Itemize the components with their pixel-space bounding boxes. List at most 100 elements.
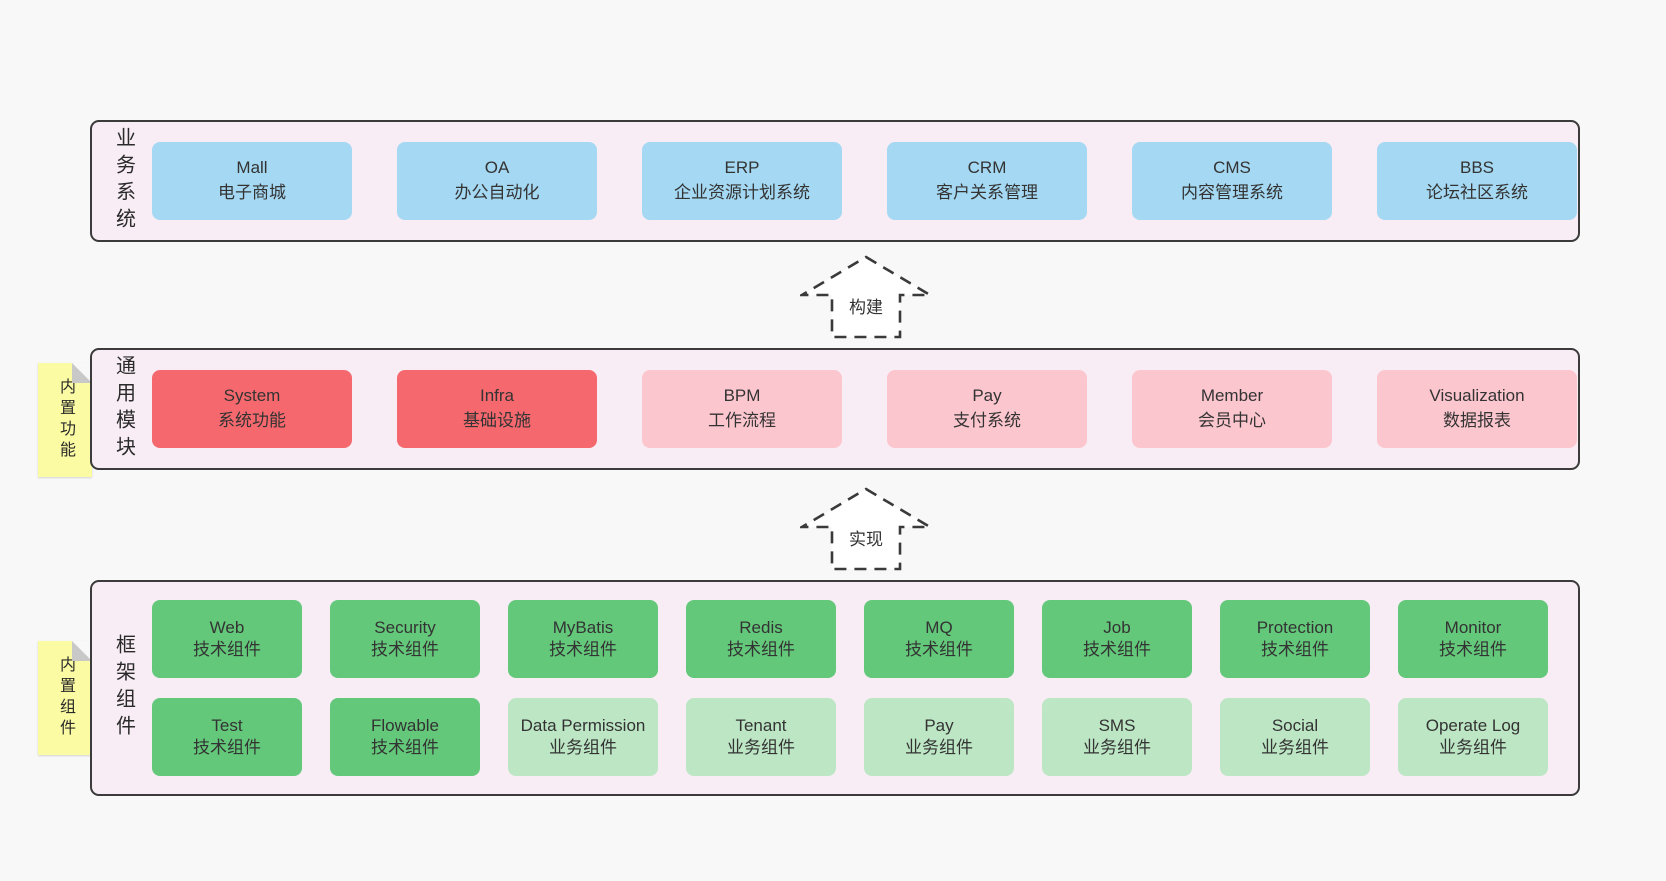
box-erp: ERP 企业资源计划系统 <box>642 142 842 220</box>
box-title: System <box>223 386 281 406</box>
box-monitor: Monitor 技术组件 <box>1398 600 1548 678</box>
layer-framework-label-wrap: 框架组件 <box>100 634 148 742</box>
layer-business-systems: 业务系统 Mall 电子商城 OA 办公自动化 ERP 企业资源计划系统 CRM… <box>90 120 1580 242</box>
box-mybatis: MyBatis 技术组件 <box>508 600 658 678</box>
sticky-note-built-in-features: 内置功能 <box>38 363 92 477</box>
module-boxes: System 系统功能 Infra 基础设施 BPM 工作流程 Pay 支付系统… <box>152 370 1577 448</box>
box-crm: CRM 客户关系管理 <box>887 142 1087 220</box>
box-subtitle: 业务组件 <box>727 738 795 757</box>
box-subtitle: 系统功能 <box>218 411 286 430</box>
box-mall: Mall 电子商城 <box>152 142 352 220</box>
box-subtitle: 技术组件 <box>371 640 439 659</box>
box-title: Member <box>1200 386 1264 406</box>
box-title: Social <box>1271 715 1319 735</box>
box-subtitle: 技术组件 <box>371 738 439 757</box>
box-title: Tenant <box>735 715 787 735</box>
box-test: Test 技术组件 <box>152 698 302 776</box>
layer-common-label-wrap: 通用模块 <box>100 355 148 463</box>
layer-label: 业务系统 <box>112 127 135 235</box>
box-infra: Infra 基础设施 <box>397 370 597 448</box>
box-subtitle: 技术组件 <box>193 738 261 757</box>
layer-label: 框架组件 <box>112 634 135 742</box>
box-bpm: BPM 工作流程 <box>642 370 842 448</box>
box-pay-module: Pay 支付系统 <box>887 370 1087 448</box>
box-job: Job 技术组件 <box>1042 600 1192 678</box>
box-title: Pay <box>972 386 1002 406</box>
sticky-label: 内置功能 <box>57 378 74 462</box>
box-subtitle: 技术组件 <box>905 640 973 659</box>
box-title: Web <box>209 617 245 637</box>
box-member: Member 会员中心 <box>1132 370 1332 448</box>
box-subtitle: 论坛社区系统 <box>1426 183 1528 202</box>
box-operate-log: Operate Log 业务组件 <box>1398 698 1548 776</box>
box-subtitle: 业务组件 <box>1261 738 1329 757</box>
box-title: CMS <box>1213 158 1251 178</box>
box-security: Security 技术组件 <box>330 600 480 678</box>
box-subtitle: 内容管理系统 <box>1181 183 1283 202</box>
box-title: CRM <box>967 158 1007 178</box>
box-redis: Redis 技术组件 <box>686 600 836 678</box>
box-protection: Protection 技术组件 <box>1220 600 1370 678</box>
layer-label: 通用模块 <box>112 355 135 463</box>
box-title: Mall <box>236 158 268 178</box>
arrow-build: 构建 <box>797 255 935 339</box>
up-arrow-icon: 构建 <box>797 255 935 339</box>
box-subtitle: 办公自动化 <box>454 183 540 202</box>
box-social: Social 业务组件 <box>1220 698 1370 776</box>
box-sms: SMS 业务组件 <box>1042 698 1192 776</box>
box-subtitle: 技术组件 <box>1083 640 1151 659</box>
box-subtitle: 工作流程 <box>708 411 776 430</box>
business-boxes: Mall 电子商城 OA 办公自动化 ERP 企业资源计划系统 CRM 客户关系… <box>152 142 1577 220</box>
box-web: Web 技术组件 <box>152 600 302 678</box>
biz-component-row: Test 技术组件 Flowable 技术组件 Data Permission … <box>152 698 1548 776</box>
box-title: Protection <box>1256 617 1334 637</box>
box-title: ERP <box>724 158 760 178</box>
box-mq: MQ 技术组件 <box>864 600 1014 678</box>
box-subtitle: 技术组件 <box>1439 640 1507 659</box>
box-title: Job <box>1103 617 1131 637</box>
box-title: Data Permission <box>520 715 646 735</box>
box-title: Infra <box>479 386 515 406</box>
box-subtitle: 会员中心 <box>1198 411 1266 430</box>
box-title: Visualization <box>1429 386 1525 406</box>
box-subtitle: 业务组件 <box>549 738 617 757</box>
box-subtitle: 基础设施 <box>463 411 531 430</box>
box-flowable: Flowable 技术组件 <box>330 698 480 776</box>
layer-common-modules: 通用模块 System 系统功能 Infra 基础设施 BPM 工作流程 Pay… <box>90 348 1580 470</box>
box-subtitle: 业务组件 <box>1439 738 1507 757</box>
box-subtitle: 技术组件 <box>727 640 795 659</box>
box-title: Pay <box>924 715 954 735</box>
box-pay-component: Pay 业务组件 <box>864 698 1014 776</box>
box-subtitle: 客户关系管理 <box>936 183 1038 202</box>
arrow-implement-label: 实现 <box>849 530 883 549</box>
box-title: SMS <box>1098 715 1136 735</box>
box-system: System 系统功能 <box>152 370 352 448</box>
box-data-permission: Data Permission 业务组件 <box>508 698 658 776</box>
box-subtitle: 技术组件 <box>1261 640 1329 659</box>
folded-corner-icon <box>72 363 92 383</box>
box-title: BBS <box>1459 158 1495 178</box>
box-subtitle: 业务组件 <box>905 738 973 757</box>
layer-framework-components: 框架组件 Web 技术组件 Security 技术组件 MyBatis 技术组件… <box>90 580 1580 796</box>
arrow-implement: 实现 <box>797 487 935 571</box>
box-subtitle: 支付系统 <box>953 411 1021 430</box>
box-title: BPM <box>723 386 761 406</box>
sticky-note-built-in-components: 内置组件 <box>38 641 92 755</box>
box-title: Flowable <box>370 715 440 735</box>
box-oa: OA 办公自动化 <box>397 142 597 220</box>
box-cms: CMS 内容管理系统 <box>1132 142 1332 220</box>
box-subtitle: 技术组件 <box>549 640 617 659</box>
arrow-build-label: 构建 <box>849 298 883 317</box>
box-title: Operate Log <box>1425 715 1521 735</box>
component-grid: Web 技术组件 Security 技术组件 MyBatis 技术组件 Redi… <box>152 600 1548 776</box>
box-visualization: Visualization 数据报表 <box>1377 370 1577 448</box>
box-title: OA <box>484 158 510 178</box>
up-arrow-icon: 实现 <box>797 487 935 571</box>
sticky-label: 内置组件 <box>57 656 74 740</box>
box-subtitle: 电子商城 <box>218 183 286 202</box>
box-title: Monitor <box>1444 617 1502 637</box>
box-subtitle: 技术组件 <box>193 640 261 659</box>
folded-corner-icon <box>72 641 92 661</box>
box-subtitle: 企业资源计划系统 <box>674 183 810 202</box>
